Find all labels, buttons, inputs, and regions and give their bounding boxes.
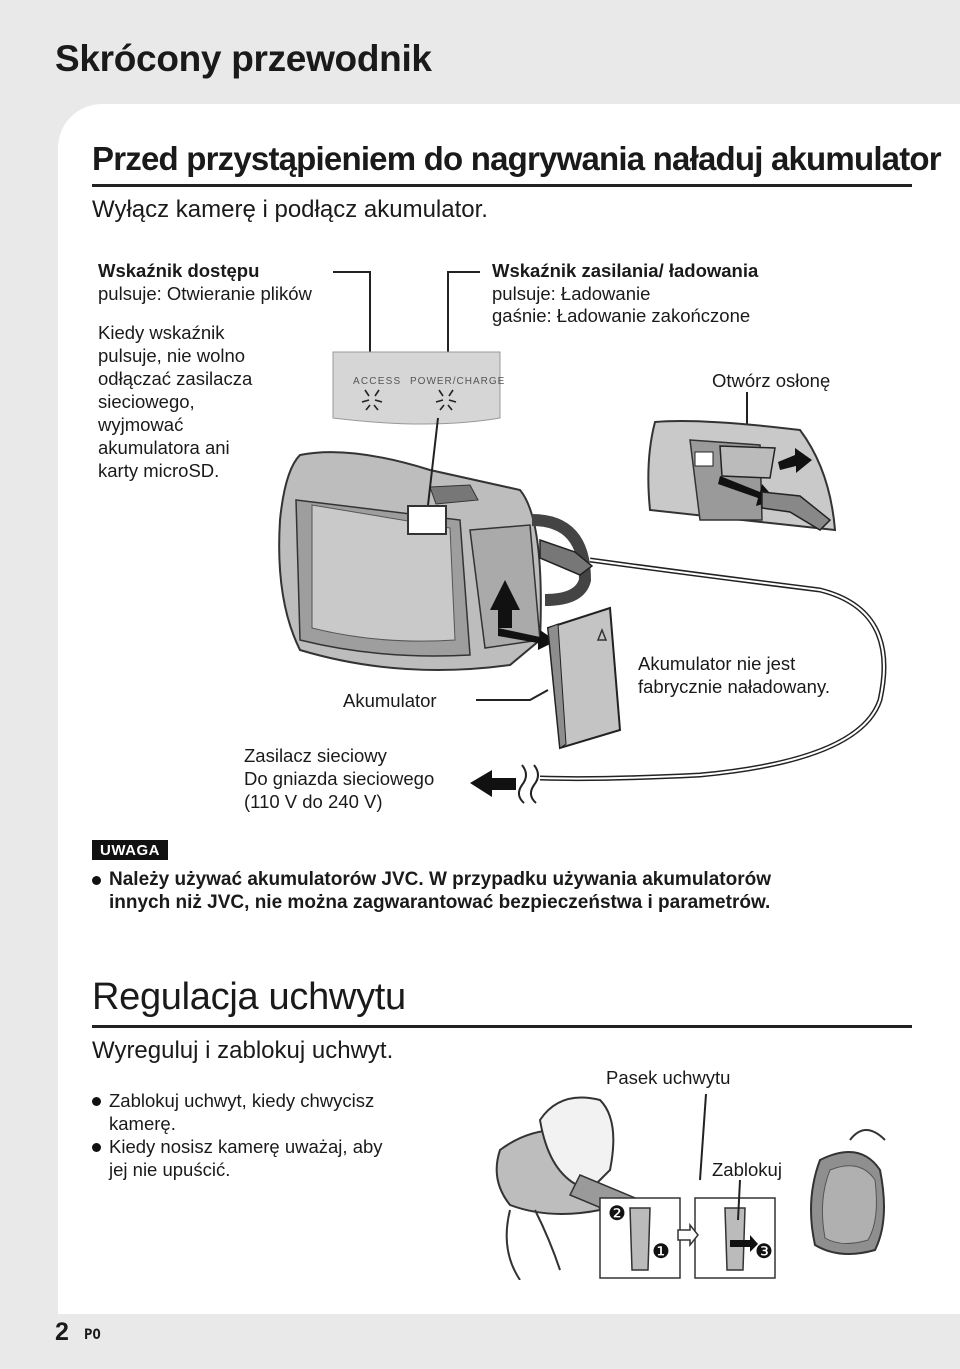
bullet-icon [92, 876, 101, 885]
insert-up-arrow [490, 580, 520, 628]
content-panel [58, 104, 960, 1314]
battery-label: Akumulator [343, 690, 437, 711]
access-warning-line-4: sieciowego, [98, 391, 195, 412]
grip-bullet-2-line-1: Kiedy nosisz kamerę uważaj, aby [109, 1136, 383, 1157]
notice-item: Należy używać akumulatorów JVC. W przypa… [92, 868, 771, 914]
grip-bullet-1: Zablokuj uchwyt, kiedy chwycisz kamerę. [92, 1089, 374, 1135]
access-warning-line-5: wyjmować [98, 414, 184, 435]
bullet-icon [92, 1097, 101, 1106]
charge-heading: Przed przystąpieniem do nagrywania naład… [92, 140, 942, 187]
notice-line-1: Należy używać akumulatorów JVC. W przypa… [109, 869, 771, 890]
access-warning-line-3: odłączać zasilacza [98, 368, 253, 389]
grip-bullet-2: Kiedy nosisz kamerę uważaj, aby jej nie … [92, 1135, 383, 1181]
notice-badge: UWAGA [92, 840, 168, 860]
access-warning-line-6: akumulatora ani [98, 437, 230, 458]
lock-label: Zablokuj [712, 1159, 782, 1180]
dc-plug [539, 538, 594, 576]
grip-bullet-2-line-2: jej nie upuścić. [109, 1159, 231, 1180]
bullet-icon [92, 1143, 101, 1152]
battery-note-line-1: Akumulator nie jest [638, 653, 796, 674]
power-indicator-label: Wskaźnik zasilania/ ładowania [492, 260, 759, 281]
grip-bullet-1-line-1: Zablokuj uchwyt, kiedy chwycisz [109, 1090, 375, 1111]
cover-detail-illustration [647, 420, 837, 532]
grip-bullet-1-line-2: kamerę. [109, 1113, 176, 1134]
step-2-icon: ❷ [608, 1203, 626, 1225]
open-cover-label: Otwórz osłonę [712, 370, 831, 391]
step-1-icon: ❶ [652, 1241, 670, 1263]
access-warning-line-1: Kiedy wskaźnik [98, 322, 225, 343]
power-led-label: POWER/CHARGE [410, 376, 505, 387]
to-outlet-arrow [470, 770, 516, 797]
page-title: Skrócony przewodnik [55, 38, 432, 79]
charging-illustration: ACCESS POWER/CHARGE [278, 271, 887, 804]
access-warning-line-2: pulsuje, nie wolno [98, 345, 246, 366]
access-led-label: ACCESS [353, 376, 401, 387]
access-warning-line-7: karty microSD. [98, 460, 220, 481]
access-indicator-state: pulsuje: Otwieranie plików [98, 283, 312, 304]
notice-line-2: innych niż JVC, nie można zagwarantować … [109, 892, 771, 913]
battery-note-line-2: fabrycznie naładowany. [638, 676, 830, 697]
adapter-line-1: Zasilacz sieciowy [244, 745, 387, 766]
access-indicator-label: Wskaźnik dostępu [98, 260, 260, 281]
page-number: 2 [55, 1318, 69, 1346]
page-language: PO [84, 1327, 101, 1343]
page-footer [0, 1314, 960, 1369]
grip-illustration: ❷ ❶ ❸ [495, 1093, 886, 1280]
grip-heading: Regulacja uchwytu [92, 976, 912, 1028]
led-window [407, 505, 447, 535]
insert-right-arrow [498, 628, 556, 650]
adapter-line-2: Do gniazda sieciowego [244, 768, 435, 789]
adapter-line-3: (110 V do 240 V) [244, 791, 383, 812]
strap-label: Pasek uchwytu [606, 1067, 731, 1088]
charge-subheading: Wyłącz kamerę i podłącz akumulator. [92, 196, 488, 223]
battery-illustration [546, 606, 622, 750]
camcorder-illustration [278, 417, 592, 671]
step-3-icon: ❸ [755, 1241, 773, 1263]
power-indicator-blink: pulsuje: Ładowanie [492, 283, 651, 304]
access-led-icon [361, 389, 383, 411]
power-led-icon [435, 389, 457, 411]
grip-subheading: Wyreguluj i zablokuj uchwyt. [92, 1037, 394, 1064]
power-indicator-off: gaśnie: Ładowanie zakończone [492, 305, 751, 326]
